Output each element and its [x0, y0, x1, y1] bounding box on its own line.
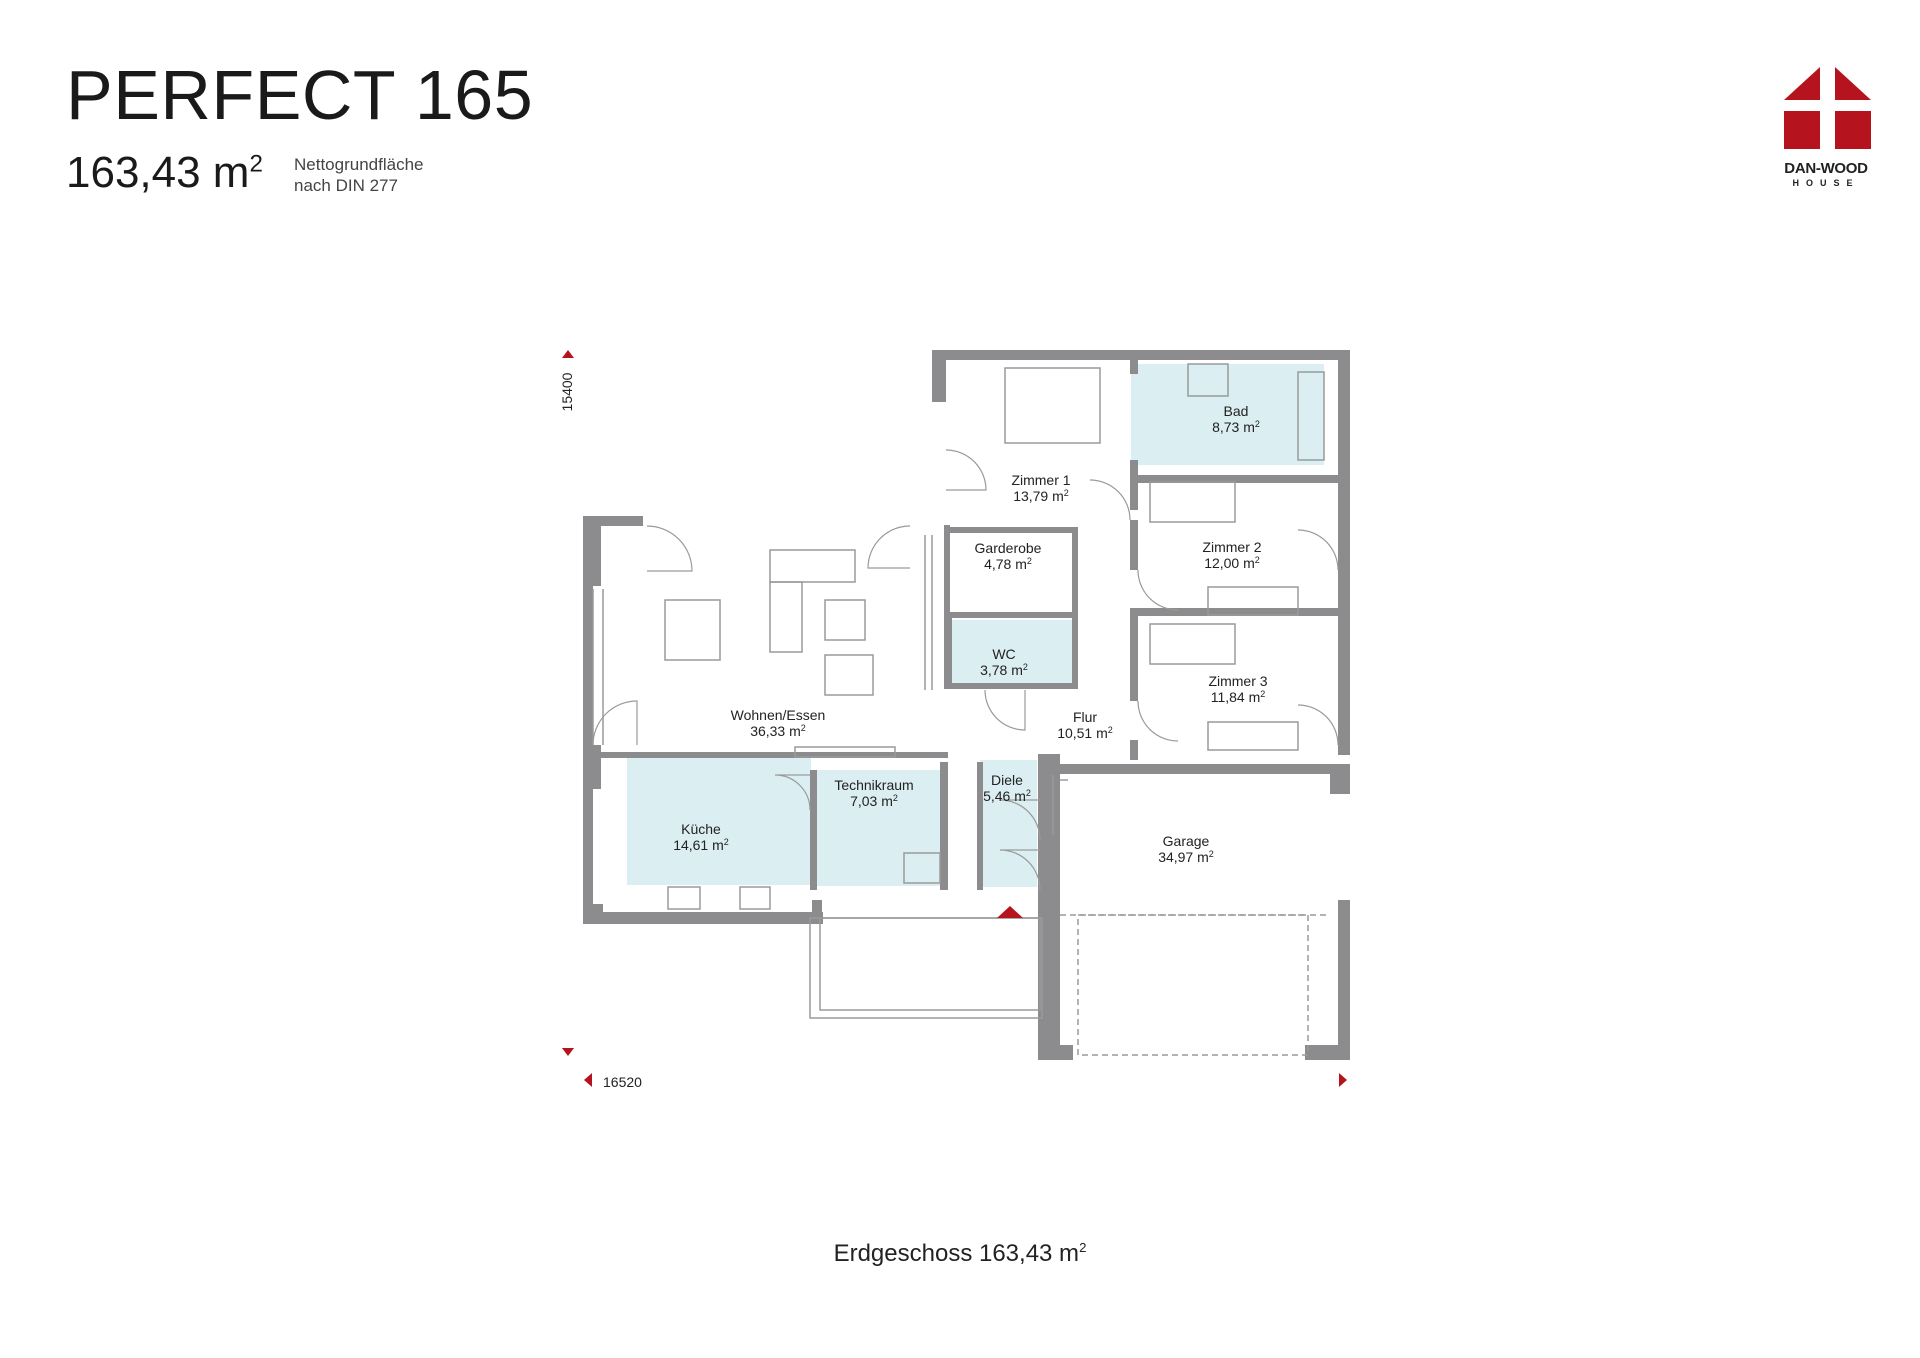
- svg-text:36,33 m2: 36,33 m2: [750, 723, 806, 739]
- room-label: Garderobe 4,78 m2: [975, 540, 1042, 572]
- svg-text:Garage: Garage: [1163, 833, 1210, 849]
- svg-text:8,73 m2: 8,73 m2: [1212, 419, 1260, 435]
- room-label: Zimmer 3 11,84 m2: [1208, 673, 1267, 705]
- svg-text:Wohnen/Essen: Wohnen/Essen: [731, 707, 826, 723]
- svg-text:Zimmer 2: Zimmer 2: [1202, 539, 1261, 555]
- svg-text:Küche: Küche: [681, 821, 721, 837]
- svg-text:Flur: Flur: [1073, 709, 1097, 725]
- room-label: Technikraum 7,03 m2: [834, 777, 913, 809]
- plan-lines: [592, 363, 1339, 1056]
- svg-text:7,03 m2: 7,03 m2: [850, 793, 898, 809]
- svg-text:10,51 m2: 10,51 m2: [1057, 725, 1113, 741]
- floor-caption: Erdgeschoss 163,43 m2: [833, 1240, 1087, 1267]
- house-cross-icon: [1784, 67, 1871, 149]
- logo-subtext: HOUSE: [1792, 178, 1860, 188]
- svg-text:5,46 m2: 5,46 m2: [983, 788, 1031, 804]
- svg-text:Diele: Diele: [991, 772, 1023, 788]
- logo-text: DAN-WOOD: [1784, 160, 1868, 177]
- svg-text:Technikraum: Technikraum: [834, 777, 913, 793]
- page-title: PERFECT 165: [66, 56, 534, 134]
- dimension-horizontal: 16520: [603, 1074, 642, 1090]
- svg-text:WC: WC: [992, 646, 1015, 662]
- svg-text:12,00 m2: 12,00 m2: [1204, 555, 1260, 571]
- svg-text:14,61 m2: 14,61 m2: [673, 837, 729, 853]
- room-label: Wohnen/Essen 36,33 m2: [731, 707, 826, 739]
- room-label: Zimmer 1 13,79 m2: [1011, 472, 1070, 504]
- svg-text:Bad: Bad: [1224, 403, 1249, 419]
- room-label: Zimmer 2 12,00 m2: [1202, 539, 1261, 571]
- dimension-vertical: 15400: [559, 372, 575, 411]
- room-label: Garage 34,97 m2: [1158, 833, 1214, 865]
- svg-text:Garderobe: Garderobe: [975, 540, 1042, 556]
- net-area-note: Nettogrundfläche nach DIN 277: [294, 155, 424, 195]
- room-label: Küche 14,61 m2: [673, 821, 729, 853]
- tile-areas: [627, 364, 1324, 887]
- room-label: Flur 10,51 m2: [1057, 709, 1113, 741]
- svg-text:4,78 m2: 4,78 m2: [984, 556, 1032, 572]
- svg-text:Zimmer 3: Zimmer 3: [1208, 673, 1267, 689]
- svg-text:3,78 m2: 3,78 m2: [980, 662, 1028, 678]
- svg-text:Zimmer 1: Zimmer 1: [1011, 472, 1070, 488]
- walls: [583, 350, 1350, 1060]
- dimension-markers: [562, 350, 1347, 1087]
- svg-text:11,84 m2: 11,84 m2: [1211, 689, 1266, 705]
- svg-text:34,97 m2: 34,97 m2: [1158, 849, 1214, 865]
- svg-text:13,79 m2: 13,79 m2: [1013, 488, 1069, 504]
- room-labels: Zimmer 1 13,79 m2 Bad 8,73 m2 Zimmer 2 1…: [673, 403, 1268, 865]
- room-label: Bad 8,73 m2: [1212, 403, 1260, 435]
- room-label: WC 3,78 m2: [980, 646, 1028, 678]
- net-area-value: 163,43 m2: [66, 148, 263, 197]
- room-label: Diele 5,46 m2: [983, 772, 1031, 804]
